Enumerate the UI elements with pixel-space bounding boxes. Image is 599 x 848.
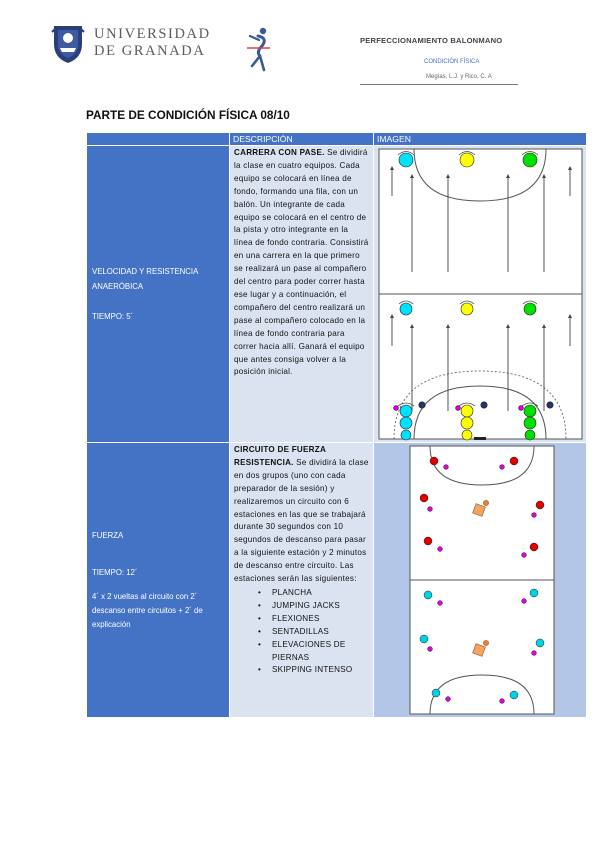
- header-cell-image: IMAGEN: [373, 132, 587, 146]
- block-cell: VELOCIDAD Y RESISTENCIA ANAERÓBICA TIEMP…: [86, 145, 230, 443]
- block-name: FUERZA: [92, 531, 124, 540]
- table-header-row: DESCRIPCIÓN IMAGEN: [86, 132, 587, 146]
- section-title: PARTE DE CONDICIÓN FÍSICA 08/10: [86, 108, 290, 122]
- course-subtitle: CONDICIÓN FÍSICA: [424, 59, 480, 65]
- spacer: [92, 294, 224, 309]
- description-cell: CIRCUITO DE FUERZA RESISTENCIA. Se divid…: [229, 442, 374, 718]
- table-row: VELOCIDAD Y RESISTENCIA ANAERÓBICA TIEMP…: [86, 145, 587, 443]
- list-item: JUMPING JACKS: [234, 600, 369, 613]
- page-header: UNIVERSIDAD DE GRANADA PERFECCIONAMIENTO…: [0, 0, 599, 100]
- block-time: TIEMPO: 5´: [92, 312, 134, 321]
- list-item: PLANCHA: [234, 587, 369, 600]
- spacer: [92, 543, 224, 565]
- university-logo: UNIVERSIDAD DE GRANADA: [48, 22, 209, 66]
- spacer: [92, 580, 224, 590]
- session-table: DESCRIPCIÓN IMAGEN VELOCIDAD Y RESISTENC…: [86, 132, 587, 718]
- authors: Megías, L.J. y Rico, C. A: [426, 74, 492, 80]
- block-name: VELOCIDAD Y RESISTENCIA ANAERÓBICA: [92, 267, 198, 291]
- list-item: ELEVACIONES DE PIERNAS: [234, 639, 369, 665]
- station-list: PLANCHA JUMPING JACKS FLEXIONES SENTADIL…: [234, 587, 369, 677]
- list-item: SKIPPING INTENSO: [234, 664, 369, 677]
- block-extra: 4´ x 2 vueltas al circuito con 2´ descan…: [92, 592, 203, 629]
- header-divider: [360, 84, 518, 85]
- course-title: PERFECCIONAMIENTO BALONMANO: [360, 36, 503, 45]
- block-cell: FUERZA TIEMPO: 12´ 4´ x 2 vueltas al cir…: [86, 442, 230, 718]
- image-cell: [373, 442, 587, 718]
- image-cell: [373, 145, 587, 443]
- table-row: FUERZA TIEMPO: 12´ 4´ x 2 vueltas al cir…: [86, 442, 587, 718]
- relay-diagram: [378, 148, 583, 441]
- block-time: TIEMPO: 12´: [92, 568, 138, 577]
- header-info: PERFECCIONAMIENTO BALONMANO CONDICIÓN FÍ…: [360, 36, 520, 85]
- list-item: SENTADILLAS: [234, 626, 369, 639]
- exercise-title: CARRERA CON PASE.: [234, 148, 328, 157]
- header-cell-block: [86, 132, 230, 146]
- exercise-title: CIRCUITO DE FUERZA RESISTENCIA.: [234, 445, 326, 467]
- university-name: UNIVERSIDAD DE GRANADA: [94, 26, 211, 60]
- university-crest-icon: [51, 26, 85, 63]
- description-cell: CARRERA CON PASE. Se dividirá la clase e…: [229, 145, 374, 443]
- circuit-diagram: [409, 445, 555, 715]
- header-cell-description: DESCRIPCIÓN: [229, 132, 374, 146]
- exercise-description: Se dividirá la clase en dos grupos (uno …: [234, 457, 369, 584]
- handball-logo-icon: [247, 27, 270, 72]
- university-line-1: UNIVERSIDAD: [94, 26, 211, 42]
- list-item: FLEXIONES: [234, 613, 369, 626]
- university-line-2: DE GRANADA: [94, 43, 206, 59]
- exercise-description: Se dividirá la clase en cuatro equipos. …: [234, 148, 369, 377]
